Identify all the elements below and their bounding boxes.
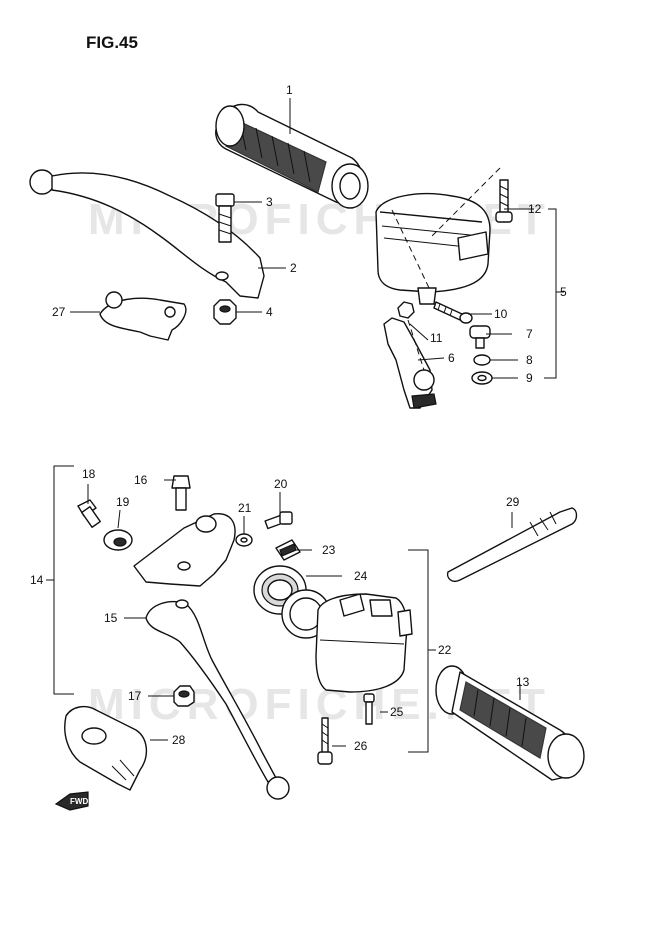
callout-16: 16 bbox=[134, 473, 148, 487]
callout-17: 17 bbox=[128, 689, 142, 703]
bracket-27 bbox=[99, 291, 187, 341]
callout-9: 9 bbox=[526, 371, 533, 385]
lever-upper bbox=[29, 169, 265, 299]
grip-right bbox=[435, 665, 585, 781]
callout-11: 11 bbox=[430, 331, 443, 345]
callout-3: 3 bbox=[266, 195, 273, 209]
washer-9 bbox=[471, 371, 493, 385]
screw-7 bbox=[469, 325, 491, 349]
lever-holder bbox=[133, 513, 236, 587]
grip-left bbox=[215, 103, 369, 209]
screw-12 bbox=[495, 179, 513, 223]
callout-25: 25 bbox=[390, 705, 404, 719]
callout-13: 13 bbox=[516, 675, 530, 689]
bolt-18 bbox=[77, 499, 101, 528]
forward-arrow-icon: FWD bbox=[54, 791, 89, 811]
forward-label: FWD bbox=[70, 797, 88, 806]
bolt-16 bbox=[171, 475, 191, 511]
screw-20 bbox=[264, 511, 293, 530]
callout-19: 19 bbox=[116, 495, 130, 509]
callout-2: 2 bbox=[290, 261, 297, 275]
callout-22: 22 bbox=[438, 643, 452, 657]
switch-6 bbox=[383, 317, 437, 409]
strap-29 bbox=[446, 507, 578, 582]
callout-24: 24 bbox=[354, 569, 368, 583]
callout-20: 20 bbox=[274, 477, 288, 491]
switch-housing-upper bbox=[375, 193, 491, 305]
callout-6: 6 bbox=[448, 351, 455, 365]
figure-title: FIG.45 bbox=[86, 33, 138, 52]
callout-12: 12 bbox=[528, 202, 542, 216]
callout-18: 18 bbox=[82, 467, 96, 481]
nut-17 bbox=[173, 685, 195, 707]
callout-23: 23 bbox=[322, 543, 336, 557]
callout-10: 10 bbox=[494, 307, 508, 321]
callout-27: 27 bbox=[52, 305, 66, 319]
callout-15: 15 bbox=[104, 611, 118, 625]
nut-19 bbox=[103, 529, 133, 551]
screw-26 bbox=[317, 717, 333, 765]
callout-7: 7 bbox=[526, 327, 533, 341]
callout-29: 29 bbox=[506, 495, 520, 509]
bolt-3 bbox=[215, 193, 235, 243]
callout-28: 28 bbox=[172, 733, 186, 747]
nut-11 bbox=[397, 301, 415, 319]
screw-10 bbox=[433, 301, 473, 324]
washer-21 bbox=[235, 533, 253, 547]
screw-25 bbox=[363, 693, 375, 725]
callout-5: 5 bbox=[560, 285, 567, 299]
lever-lower bbox=[145, 599, 290, 800]
switch-housing-lower bbox=[315, 593, 413, 693]
washer-8 bbox=[473, 354, 491, 366]
callout-1: 1 bbox=[286, 83, 293, 97]
callout-4: 4 bbox=[266, 305, 273, 319]
callout-14: 14 bbox=[30, 573, 44, 587]
callout-21: 21 bbox=[238, 501, 252, 515]
callout-26: 26 bbox=[354, 739, 368, 753]
callout-8: 8 bbox=[526, 353, 533, 367]
cover-28 bbox=[64, 705, 147, 791]
nut-4 bbox=[213, 299, 237, 325]
